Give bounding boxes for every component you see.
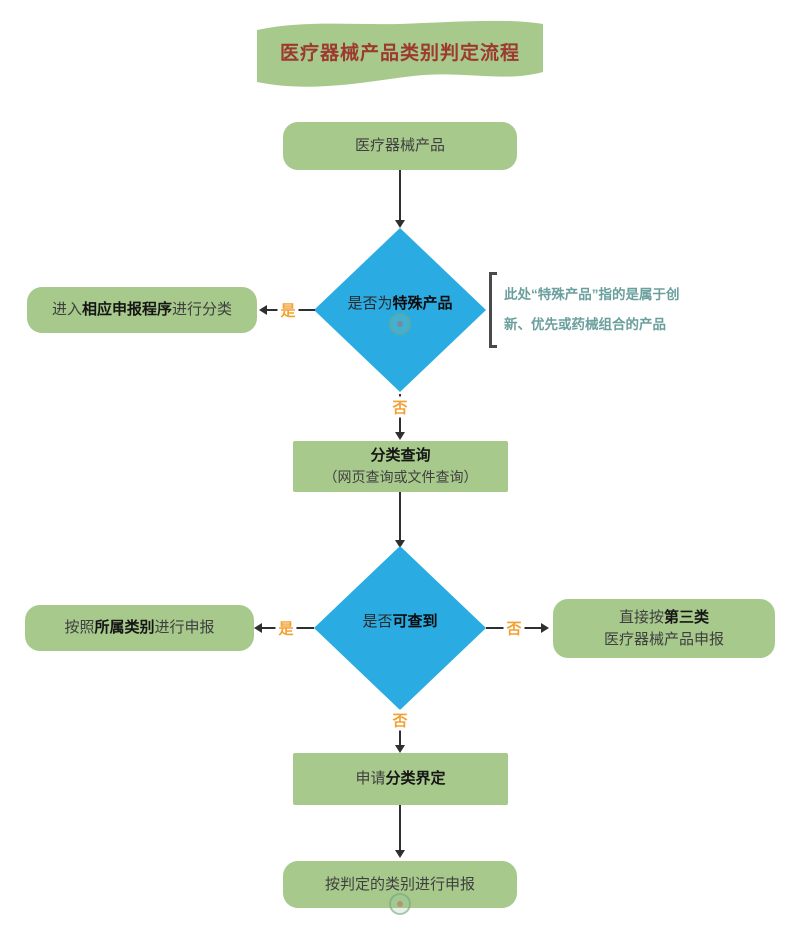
note-line-2: 新、优先或药械组合的产品 bbox=[504, 317, 666, 332]
found-yes-post: 进行申报 bbox=[154, 619, 215, 637]
decision-special-label: 是否为特殊产品 bbox=[347, 292, 452, 313]
query-text: 分类查询 （网页查询或文件查询） bbox=[293, 445, 508, 487]
query-title: 分类查询 bbox=[370, 447, 431, 465]
found-no-line1-pre: 直接按 bbox=[618, 608, 664, 626]
special-declare-post: 进行分类 bbox=[172, 301, 233, 319]
node-start-label: 医疗器械产品 bbox=[354, 137, 445, 155]
decision-found: 是否可查到 bbox=[314, 546, 486, 710]
node-apply-determination: 申请分类界定 bbox=[293, 753, 508, 805]
edge-label-no-1: 否 bbox=[389, 396, 411, 418]
node-special-declare: 进入相应申报程序进行分类 bbox=[27, 287, 257, 333]
title-banner: 医疗器械产品类别判定流程 bbox=[253, 12, 547, 98]
found-no-line2: 医疗器械产品申报 bbox=[603, 630, 724, 648]
special-declare-pre: 进入 bbox=[51, 301, 82, 319]
decision-special-pre: 是否为 bbox=[347, 294, 393, 312]
ribbon-shape bbox=[257, 20, 543, 87]
edge-label-yes-2: 是 bbox=[275, 617, 297, 639]
node-start: 医疗器械产品 bbox=[283, 122, 517, 170]
node-apply-determination-label: 申请分类界定 bbox=[355, 768, 445, 790]
arrow-query-to-decision2 bbox=[395, 492, 405, 548]
decision-special-bold: 特殊产品 bbox=[392, 294, 453, 312]
node-end-label: 按判定的类别进行申报 bbox=[324, 875, 475, 893]
edge-label-yes-1: 是 bbox=[277, 299, 299, 321]
decision-found-pre: 是否 bbox=[362, 612, 393, 630]
found-yes-pre: 按照 bbox=[64, 619, 95, 637]
edge-label-no-3: 否 bbox=[389, 709, 411, 731]
note-bracket bbox=[489, 272, 497, 348]
apply-bold: 分类界定 bbox=[385, 770, 446, 788]
decision-found-bold: 可查到 bbox=[392, 612, 438, 630]
page-title: 医疗器械产品类别判定流程 bbox=[279, 43, 520, 64]
node-declare-by-category: 按照所属类别进行申报 bbox=[25, 605, 254, 651]
node-classification-query: 分类查询 （网页查询或文件查询） bbox=[293, 441, 508, 492]
arrow-apply-to-end bbox=[395, 805, 405, 858]
found-yes-bold: 所属类别 bbox=[94, 619, 155, 637]
arrow-start-to-decision1 bbox=[395, 170, 405, 228]
watermark-icon-bottom bbox=[389, 893, 411, 915]
note-line-1: 此处“特殊产品”指的是属于创 bbox=[504, 287, 680, 302]
node-declare-class3-label: 直接按第三类 医疗器械产品申报 bbox=[553, 607, 775, 651]
found-no-line1-bold: 第三类 bbox=[664, 608, 710, 626]
decision-found-label: 是否可查到 bbox=[362, 610, 437, 631]
edge-label-no-2: 否 bbox=[503, 617, 525, 639]
node-declare-class3: 直接按第三类 医疗器械产品申报 bbox=[553, 599, 775, 658]
note-annotation: 此处“特殊产品”指的是属于创 新、优先或药械组合的产品 bbox=[504, 280, 704, 340]
watermark-icon bbox=[389, 313, 411, 335]
decision-special-product: 是否为特殊产品 bbox=[314, 228, 486, 392]
node-declare-by-category-label: 按照所属类别进行申报 bbox=[64, 617, 214, 639]
query-subtitle: （网页查询或文件查询） bbox=[323, 469, 478, 486]
apply-pre: 申请 bbox=[355, 770, 386, 788]
special-declare-bold: 相应申报程序 bbox=[81, 301, 172, 319]
node-special-declare-label: 进入相应申报程序进行分类 bbox=[52, 299, 232, 321]
